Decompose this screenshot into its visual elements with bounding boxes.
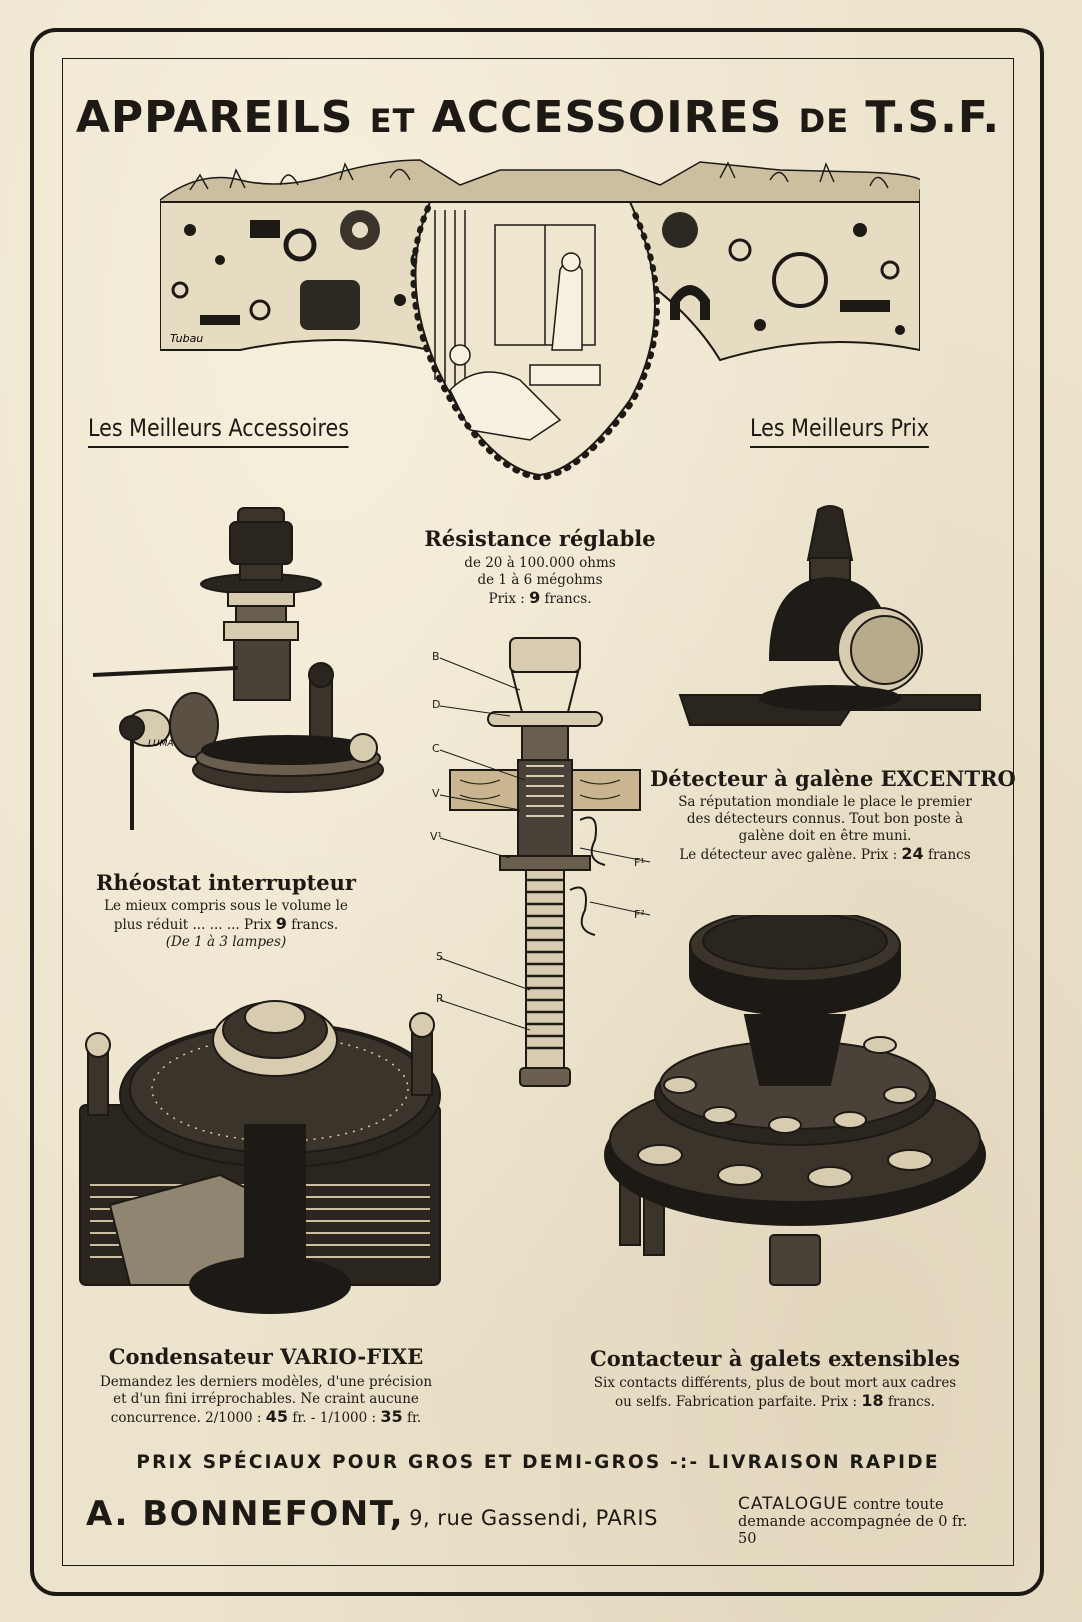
diagram-letter-c: C — [432, 742, 440, 755]
catalogue-heading: CATALOGUE — [738, 1494, 849, 1514]
catalogue-text-1: contre toute — [853, 1497, 944, 1513]
detecteur-line-3: galène doit en être muni. — [738, 828, 912, 844]
title-word-accessoires: ACCESSOIRES — [431, 92, 783, 143]
diagram-letter-r: R — [436, 992, 444, 1005]
diagram-letter-v1: V¹ — [430, 830, 442, 843]
catalogue-offer: CATALOGUE contre toute demande accompagn… — [738, 1496, 988, 1548]
resistance-description: de 20 à 100.000 ohms de 1 à 6 mégohms Pr… — [400, 555, 680, 608]
title-word-et: ET — [369, 102, 416, 140]
contacteur-line-1: Six contacts différents, plus de bout mo… — [593, 1375, 957, 1391]
wholesale-delivery-banner: PRIX SPÉCIAUX POUR GROS ET DEMI-GROS -:-… — [136, 1452, 940, 1473]
contacteur-description: Six contacts différents, plus de bout mo… — [560, 1375, 990, 1411]
rheostat-price-value: 9 — [275, 914, 287, 933]
company-line: A. BONNEFONT, 9, rue Gassendi, PARIS — [86, 1494, 658, 1534]
condensateur-price-2: 35 — [380, 1407, 403, 1426]
rheostat-line-1: Le mieux compris sous le volume le — [104, 898, 348, 914]
rheostat-title: Rhéostat interrupteur — [95, 870, 356, 895]
detecteur-price: Le détecteur avec galène. Prix : 24 fran… — [679, 844, 971, 863]
diagram-letter-s: S — [436, 950, 443, 963]
diagram-letter-f2: F² — [634, 908, 645, 921]
diagram-letter-f1: F¹ — [634, 856, 645, 869]
resistance-price: Prix : 9 francs. — [488, 588, 592, 607]
resistance-range-megohms: de 1 à 6 mégohms — [477, 572, 603, 588]
title-word-appareils: APPAREILS — [75, 92, 354, 143]
outer-rounded-border — [30, 28, 1044, 1596]
title-word-de: DE — [798, 102, 850, 140]
contacteur-illustration — [604, 915, 986, 1286]
tagline-best-accessories: Les Meilleurs Accessoires — [88, 414, 349, 448]
detecteur-price-value: 24 — [901, 844, 924, 863]
diagram-letter-v: V — [432, 787, 440, 800]
detecteur-description: Sa réputation mondiale le place le premi… — [650, 794, 1000, 864]
condensateur-line-1: Demandez les derniers modèles, d'une pré… — [99, 1374, 433, 1390]
rheostat-price: plus réduit ... ... ... Prix 9 francs. — [113, 914, 339, 933]
resistance-range-ohms: de 20 à 100.000 ohms — [464, 555, 616, 571]
rheostat-maker-mark: LUMA — [148, 739, 174, 749]
company-name: A. BONNEFONT, — [86, 1494, 404, 1534]
detecteur-line-2: des détecteurs connus. Tout bon poste à — [686, 811, 964, 827]
condensateur-title: Condensateur VARIO-FIXE — [108, 1344, 424, 1369]
inner-border — [62, 58, 1014, 1566]
condensateur-price: concurrence. 2/1000 : 45 fr. - 1/1000 : … — [110, 1407, 422, 1426]
rheostat-illustration: LUMA — [92, 507, 384, 830]
detecteur-title: Détecteur à galène EXCENTRO — [650, 766, 1016, 791]
tagline-best-prices: Les Meilleurs Prix — [750, 414, 929, 448]
page-title: APPAREILS ET ACCESSOIRES DE T.S.F. — [62, 92, 1014, 143]
company-address: 9, rue Gassendi, PARIS — [409, 1506, 658, 1530]
resistance-price-value: 9 — [529, 588, 541, 607]
condensateur-description: Demandez les derniers modèles, d'une pré… — [76, 1374, 456, 1427]
diagram-letter-b: B — [432, 650, 440, 663]
diagram-letter-d: D — [432, 698, 441, 711]
contacteur-price-value: 18 — [861, 1391, 884, 1410]
illustrator-signature: Tubau — [170, 332, 203, 345]
resistance-title: Résistance réglable — [424, 526, 656, 551]
resistance-cutaway-diagram — [439, 637, 651, 1087]
contacteur-title: Contacteur à galets extensibles — [589, 1346, 961, 1371]
condensateur-line-2: et d'un fini irréprochables. Ne craint a… — [113, 1391, 419, 1407]
condensateur-price-1: 45 — [265, 1407, 289, 1426]
catalogue-text-2: demande accompagnée de 0 fr. 50 — [738, 1514, 968, 1547]
title-word-tsf: T.S.F. — [865, 92, 1001, 143]
contacteur-price: ou selfs. Fabrication parfaite. Prix : 1… — [615, 1391, 935, 1410]
banner-illustration: Tubau — [160, 159, 920, 480]
detecteur-illustration — [678, 505, 981, 726]
rheostat-lamp-note: (De 1 à 3 lampes) — [165, 934, 287, 950]
rheostat-description: Le mieux compris sous le volume le plus … — [76, 898, 376, 951]
detecteur-line-1: Sa réputation mondiale le place le premi… — [678, 794, 972, 810]
condensateur-illustration — [79, 1000, 441, 1314]
